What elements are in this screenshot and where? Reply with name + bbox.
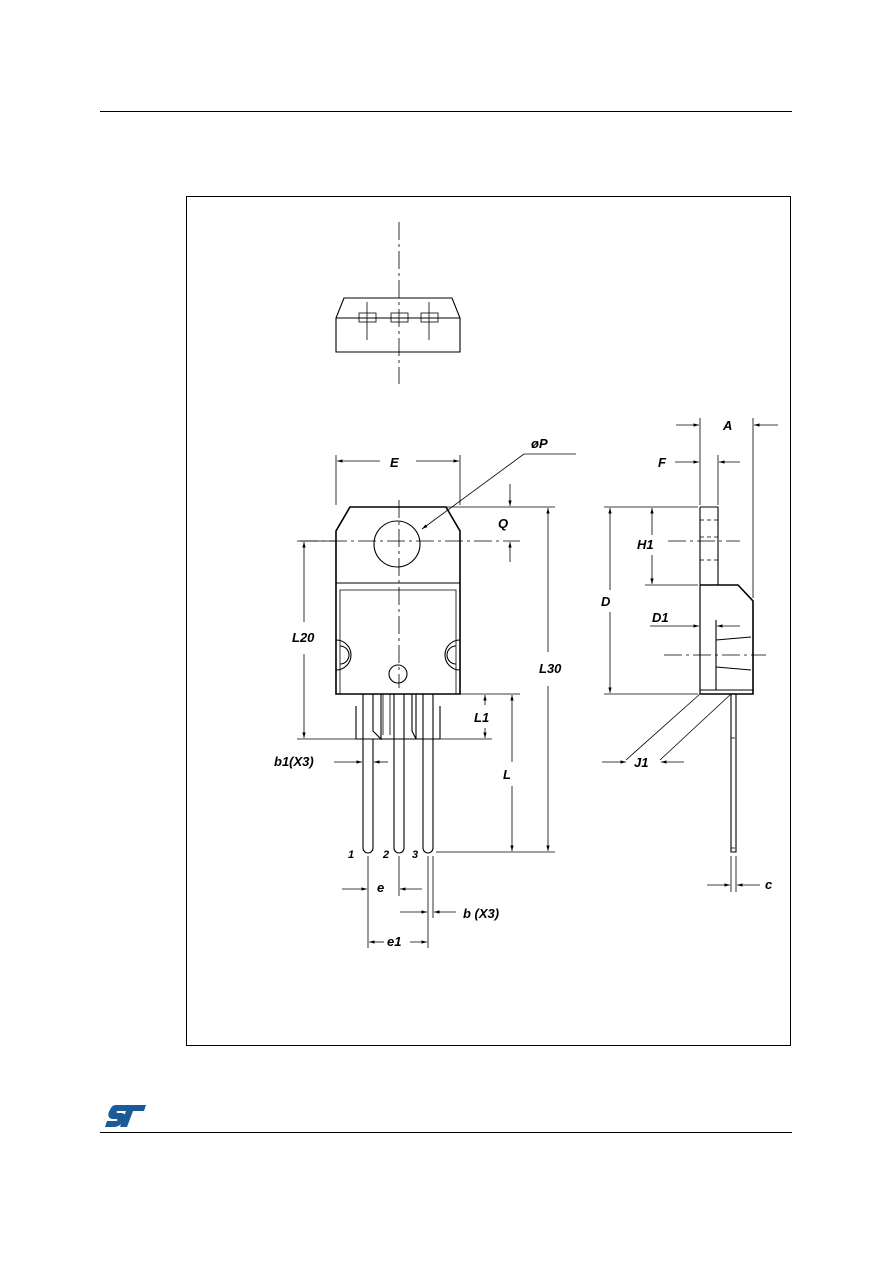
dim-label-b: b (X3): [463, 906, 499, 921]
front-view: [297, 453, 576, 948]
dim-label-l1: L1: [474, 710, 489, 725]
dim-label-q: Q: [498, 516, 508, 531]
side-view: [602, 418, 778, 892]
top-view: [335, 222, 461, 384]
pin-label-2: 2: [382, 849, 389, 861]
footer-rule: [100, 1132, 792, 1133]
pin-label-3: 3: [412, 849, 418, 861]
dim-label-e1: e1: [387, 934, 401, 949]
dim-label-j1: J1: [634, 755, 648, 770]
drawing-frame: [186, 196, 791, 1046]
dim-label-d1: D1: [652, 610, 669, 625]
dim-label-e: E: [390, 455, 399, 470]
dim-label-d: D: [601, 594, 611, 609]
dim-label-a: A: [722, 418, 732, 433]
dim-label-c: c: [765, 877, 773, 892]
dim-label-b1: b1(X3): [274, 754, 314, 769]
dim-label-l: L: [503, 767, 511, 782]
dim-label-l30: L30: [539, 661, 562, 676]
st-logo-icon: [105, 1105, 146, 1127]
dim-label-f: F: [658, 455, 667, 470]
dim-label-l20: L20: [292, 630, 315, 645]
dim-label-e-pitch: e: [377, 880, 384, 895]
dim-label-phi-p: øP: [531, 436, 548, 451]
header-rule: [100, 111, 792, 112]
dim-label-h1: H1: [637, 537, 654, 552]
pin-label-1: 1: [348, 849, 354, 861]
